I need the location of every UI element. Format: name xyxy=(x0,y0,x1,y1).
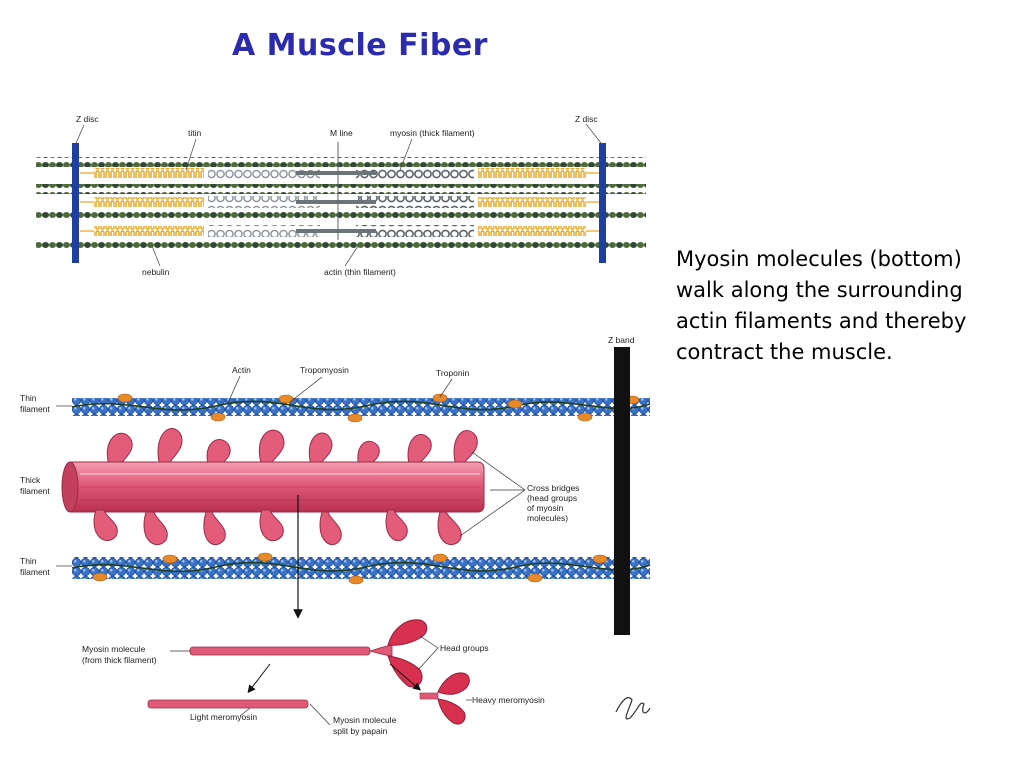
label-actin: Actin xyxy=(232,365,251,375)
filament-detail-diagram: Actin Tropomyosin Troponin Thin filament… xyxy=(20,335,651,635)
label-nebulin: nebulin xyxy=(142,267,170,277)
label-thick-filament-1: Thick xyxy=(20,475,41,485)
label-myosin-molecule-1: Myosin molecule xyxy=(82,644,146,654)
label-thin-filament-top-1: Thin xyxy=(20,393,37,403)
label-split-by-papain-2: split by papain xyxy=(333,726,388,736)
description-text: Myosin molecules (bottom) walk along the… xyxy=(676,247,967,364)
label-myosin-molecule-2: (from thick filament) xyxy=(82,655,157,665)
label-thin-filament-top-2: filament xyxy=(20,404,50,414)
label-troponin: Troponin xyxy=(436,368,470,378)
artist-signature xyxy=(615,697,651,720)
myosin-thick-filaments xyxy=(208,167,474,237)
label-thin-filament-bottom-2: filament xyxy=(20,567,50,577)
label-myosin-thick: myosin (thick filament) xyxy=(390,128,475,138)
label-actin-thin: actin (thin filament) xyxy=(324,267,396,277)
z-disc-left xyxy=(72,143,79,263)
label-z-disc-right: Z disc xyxy=(575,114,598,124)
actin-filament-rows xyxy=(36,157,646,248)
label-cross-bridges-2: (head groups xyxy=(527,493,577,503)
thin-filament-bottom xyxy=(71,552,651,585)
label-z-band: Z band xyxy=(608,335,635,345)
thin-filament-top xyxy=(71,393,651,423)
thick-filament xyxy=(61,427,485,546)
label-thin-filament-bottom-1: Thin xyxy=(20,556,37,566)
label-heavy-meromyosin: Heavy meromyosin xyxy=(472,695,545,705)
label-cross-bridges-1: Cross bridges xyxy=(527,483,579,493)
label-split-by-papain-1: Myosin molecule xyxy=(333,715,397,725)
label-thick-filament-2: filament xyxy=(20,486,50,496)
z-band xyxy=(614,347,630,635)
label-z-disc-left: Z disc xyxy=(76,114,99,124)
label-light-meromyosin: Light meromyosin xyxy=(190,712,257,722)
label-titin: titin xyxy=(188,128,202,138)
label-cross-bridges-4: molecules) xyxy=(527,513,568,523)
slide-title: A Muscle Fiber xyxy=(232,28,488,63)
z-disc-right xyxy=(599,143,606,263)
label-m-line: M line xyxy=(330,128,353,138)
label-head-groups: Head groups xyxy=(440,643,489,653)
myosin-molecule-diagram: Myosin molecule (from thick filament) He… xyxy=(82,619,651,736)
titin-coils xyxy=(80,168,600,236)
sarcomere-diagram: Z disc titin M line myosin (thick filame… xyxy=(36,114,646,277)
label-cross-bridges-3: of myosin xyxy=(527,503,564,513)
label-tropomyosin: Tropomyosin xyxy=(300,365,349,375)
